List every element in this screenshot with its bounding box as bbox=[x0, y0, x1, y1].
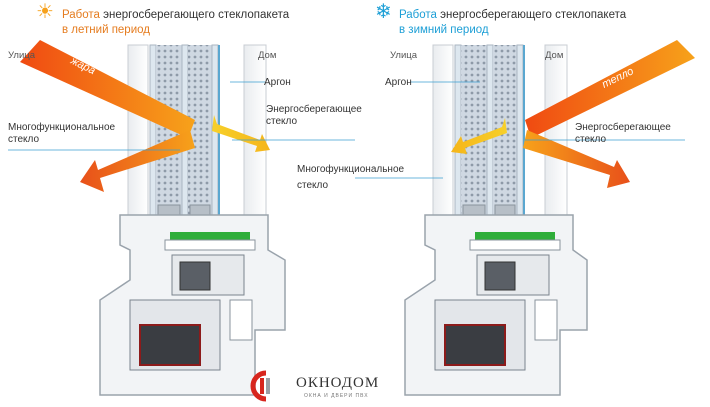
sun-icon: ☀ bbox=[36, 1, 54, 23]
summer-window-diagram bbox=[8, 40, 355, 396]
winter-header: ❄ Работа энергосберегающего стеклопакета… bbox=[375, 1, 627, 38]
winter-outside-label: Улица bbox=[390, 50, 417, 61]
summer-panel: ☀ Работа энергосберегающего стеклопакета… bbox=[8, 2, 362, 396]
summer-argon-chamber-2 bbox=[188, 45, 212, 215]
snowflake-icon: ❄ bbox=[375, 1, 392, 23]
winter-header-prefix: Работа bbox=[399, 9, 437, 21]
summer-header: ☀ Работа энергосберегающего стеклопакета… bbox=[36, 2, 290, 38]
winter-argon-label: Аргон bbox=[385, 77, 412, 88]
winter-argon-chamber-1 bbox=[461, 45, 487, 215]
summer-gasket bbox=[170, 232, 250, 240]
winter-heat-arrow bbox=[525, 40, 695, 138]
summer-multi-glass-label-1: Многофункциональное bbox=[8, 122, 116, 133]
summer-pass-arrow bbox=[212, 115, 270, 152]
brand-logo-mark bbox=[250, 370, 270, 402]
summer-inside-label: Дом bbox=[258, 50, 277, 61]
winter-pass-arrow bbox=[451, 118, 507, 154]
winter-reflect-arrow bbox=[523, 130, 630, 188]
winter-gasket bbox=[475, 232, 555, 240]
summer-reflect-arrow bbox=[80, 130, 195, 192]
summer-outside-label: Улица bbox=[8, 50, 35, 61]
winter-energy-glass-label-1: Энергосберегающее bbox=[575, 122, 671, 133]
winter-panel: ❄ Работа энергосберегающего стеклопакета… bbox=[297, 0, 710, 407]
summer-header-rest: энергосберегающего стеклопакета bbox=[99, 9, 290, 21]
winter-inside-label: Дом bbox=[545, 50, 564, 61]
summer-heat-arrow bbox=[20, 40, 195, 138]
winter-multi-glass-label-1: Многофункциональное bbox=[297, 164, 405, 175]
winter-multi-glass-label-2: стекло bbox=[297, 180, 329, 191]
winter-header-rest: энергосберегающего стеклопакета bbox=[436, 9, 627, 21]
summer-argon-label: Аргон bbox=[264, 77, 291, 88]
summer-energy-glass-label-2: стекло bbox=[266, 116, 298, 127]
summer-multi-glass-label-2: стекло bbox=[8, 134, 40, 145]
winter-header-period: в зимний период bbox=[399, 24, 489, 36]
winter-energy-glass-label-2: стекло bbox=[575, 134, 607, 145]
brand-tagline: ОКНА И ДВЕРИ ПВХ bbox=[304, 393, 369, 399]
brand-name: ОКНОДОМ bbox=[296, 375, 380, 391]
summer-header-period: в летний период bbox=[62, 24, 150, 36]
summer-energy-glass-label-1: Энергосберегающее bbox=[266, 104, 362, 115]
summer-header-prefix: Работа bbox=[62, 9, 100, 21]
winter-window-diagram bbox=[355, 40, 695, 396]
brand-logo: ОКНОДОМ ОКНА И ДВЕРИ ПВХ bbox=[244, 370, 414, 402]
